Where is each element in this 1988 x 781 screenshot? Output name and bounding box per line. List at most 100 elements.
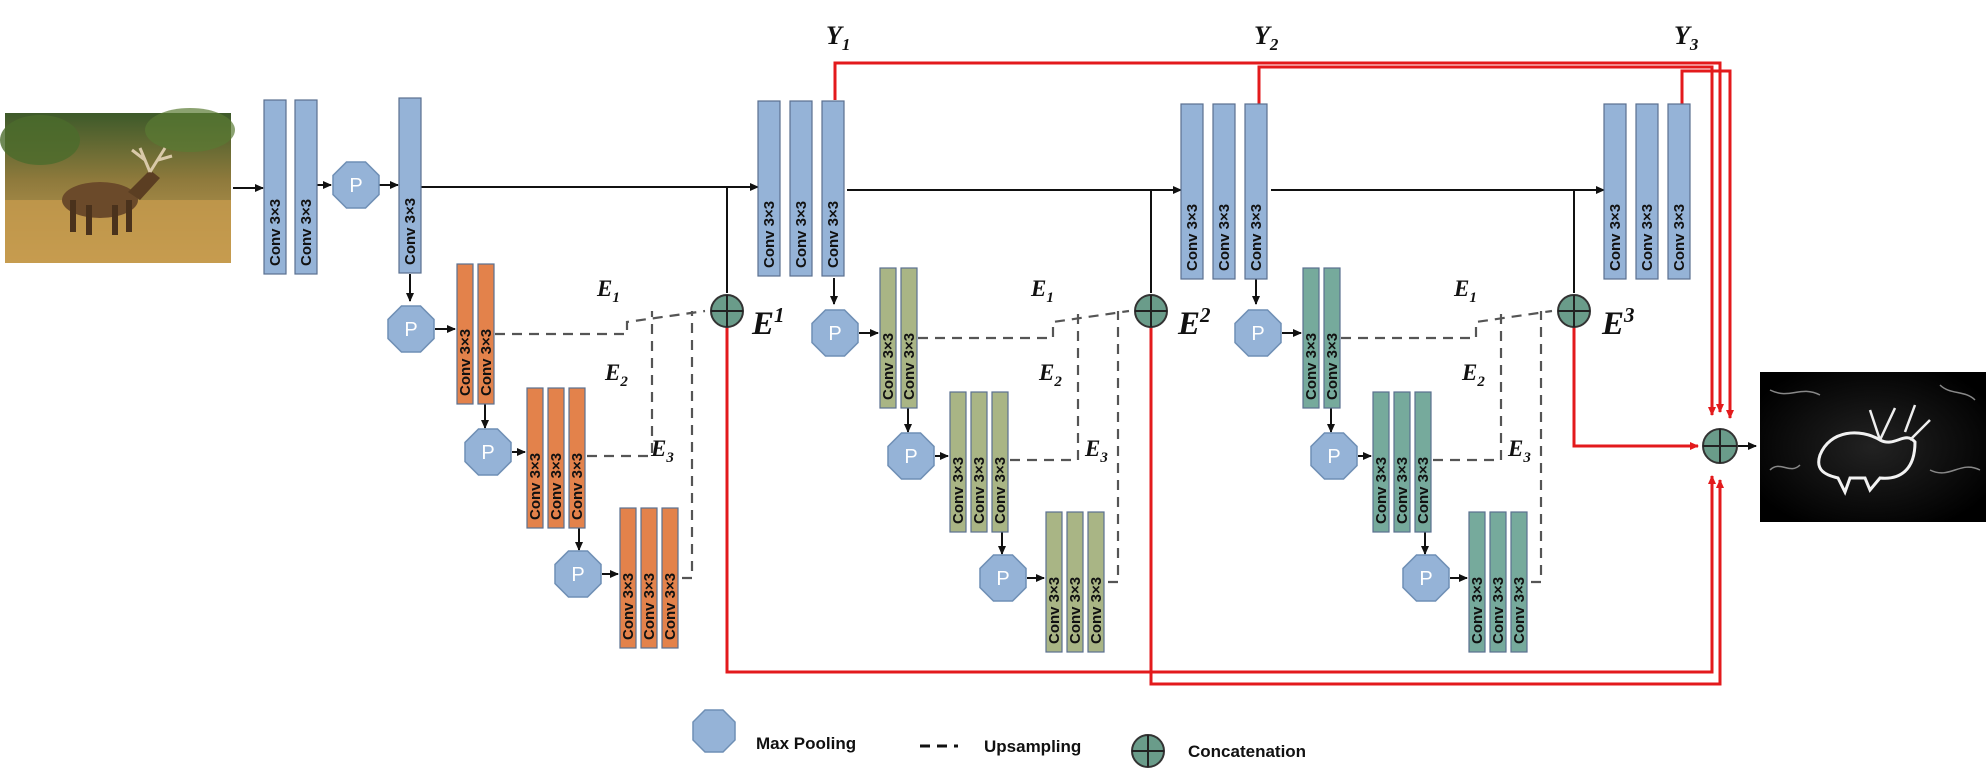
conv-label: Conv 3×3 xyxy=(662,573,679,640)
conv-block-main: Conv 3×3 xyxy=(1635,103,1659,280)
conv-label: Conv 3×3 xyxy=(793,201,810,268)
legend-max-pooling: Max Pooling xyxy=(756,734,856,753)
conv-label: Conv 3×3 xyxy=(992,457,1009,524)
label-e-sub1: E1 xyxy=(1030,276,1054,306)
label-e-sub2: E2 xyxy=(604,360,628,390)
conv-block-main: Conv 3×3 xyxy=(821,100,845,277)
conv-label: Conv 3×3 xyxy=(1607,204,1624,271)
pool-icon: P xyxy=(979,554,1027,602)
label-y3: Y3 xyxy=(1674,21,1699,54)
conv-block-sub3: Conv 3×3 xyxy=(640,507,658,649)
conv-block-sub1: Conv 3×3 xyxy=(477,263,495,405)
label-e-sup3: E3 xyxy=(1601,303,1635,342)
pool-label: P xyxy=(349,175,362,197)
concat-icon xyxy=(1557,294,1591,328)
conv-label: Conv 3×3 xyxy=(548,453,565,520)
conv-label: Conv 3×3 xyxy=(267,199,284,266)
pool-label: P xyxy=(481,442,494,464)
skip-e1 xyxy=(725,327,1716,674)
upsample-e3 xyxy=(1531,311,1543,584)
concat-icon xyxy=(1134,294,1168,328)
conv-block-sub3: Conv 3×3 xyxy=(1489,511,1507,653)
pool-label: P xyxy=(996,568,1009,590)
pool-label: P xyxy=(828,323,841,345)
legend-concatenation: Concatenation xyxy=(1188,742,1306,761)
conv-block-main: Conv 3×3 xyxy=(1244,103,1268,280)
pool-icon: P xyxy=(387,305,435,353)
pool-label: P xyxy=(904,446,917,468)
pool-label: P xyxy=(404,319,417,341)
label-y1: Y1 xyxy=(826,21,850,54)
conv-block-sub3: Conv 3×3 xyxy=(619,507,637,649)
conv-block-sub3: Conv 3×3 xyxy=(1087,511,1105,653)
upsample-e1 xyxy=(1341,309,1553,340)
upsample-e2 xyxy=(1433,311,1503,462)
concat-icon xyxy=(710,294,744,328)
conv-block-main: Conv 3×3 xyxy=(1180,103,1204,280)
conv-label: Conv 3×3 xyxy=(457,329,474,396)
y-labels: Y1 Y2 Y3 xyxy=(826,21,1699,54)
output-edge-map xyxy=(1760,372,1986,522)
conv-label: Conv 3×3 xyxy=(402,198,419,265)
conv-label: Conv 3×3 xyxy=(1671,204,1688,271)
skip-y3 xyxy=(1680,69,1734,419)
pool-icon: P xyxy=(332,161,380,209)
label-e-sub1: E1 xyxy=(1453,276,1477,306)
pool-label: P xyxy=(1419,568,1432,590)
pool-icon: P xyxy=(887,432,935,480)
conv-block-sub3: Conv 3×3 xyxy=(661,507,679,649)
e-superscript-labels: E1 E2 E3 xyxy=(751,303,1635,342)
upsample-e2 xyxy=(587,311,654,458)
conv-label: Conv 3×3 xyxy=(761,201,778,268)
pool-label: P xyxy=(571,564,584,586)
conv-block-sub2: Conv 3×3 xyxy=(970,391,988,533)
conv-block-main: Conv 3×3 xyxy=(757,100,781,277)
conv-block-sub2: Conv 3×3 xyxy=(568,387,586,529)
legend-pool-icon xyxy=(692,709,736,753)
upsampling-connections xyxy=(495,309,1553,584)
forward-connections xyxy=(233,181,1757,582)
legend: Max Pooling Upsampling Concatenation xyxy=(692,709,1306,768)
conv-label: Conv 3×3 xyxy=(1303,333,1320,400)
conv-label: Conv 3×3 xyxy=(1490,577,1507,644)
conv-label: Conv 3×3 xyxy=(298,199,315,266)
label-e-sub2: E2 xyxy=(1038,360,1062,390)
conv-label: Conv 3×3 xyxy=(1394,457,1411,524)
pool-label: P xyxy=(1251,323,1264,345)
skip-y1 xyxy=(833,61,1724,413)
conv-label: Conv 3×3 xyxy=(950,457,967,524)
conv-block-sub2: Conv 3×3 xyxy=(991,391,1009,533)
conv-block-main: Conv 3×3 xyxy=(789,100,813,277)
conv-block-sub2: Conv 3×3 xyxy=(1393,391,1411,533)
conv-label: Conv 3×3 xyxy=(1046,577,1063,644)
skip-e3 xyxy=(1572,327,1699,450)
conv-label: Conv 3×3 xyxy=(527,453,544,520)
conv-label: Conv 3×3 xyxy=(641,573,658,640)
upsample-e3 xyxy=(1108,311,1120,584)
label-e-sup1: E1 xyxy=(751,303,785,342)
conv-label: Conv 3×3 xyxy=(1216,204,1233,271)
pool-icon: P xyxy=(1234,309,1282,357)
conv-label: Conv 3×3 xyxy=(880,333,897,400)
conv-block-sub1: Conv 3×3 xyxy=(1302,267,1320,409)
conv-label: Conv 3×3 xyxy=(1415,457,1432,524)
conv-label: Conv 3×3 xyxy=(971,457,988,524)
skip-y2 xyxy=(1257,65,1716,416)
upsample-e2 xyxy=(1010,311,1080,462)
concat-icon xyxy=(1702,428,1738,464)
label-e-sub2: E2 xyxy=(1461,360,1485,390)
conv-block-sub3: Conv 3×3 xyxy=(1045,511,1063,653)
conv-label: Conv 3×3 xyxy=(1088,577,1105,644)
conv-block-encoder: Conv 3×3 xyxy=(263,99,287,275)
pool-icon: P xyxy=(554,550,602,598)
conv-block-sub3: Conv 3×3 xyxy=(1510,511,1528,653)
skip-e2 xyxy=(1149,327,1724,686)
pool-icon: P xyxy=(464,428,512,476)
label-y2: Y2 xyxy=(1254,21,1279,54)
pool-icon: P xyxy=(1402,554,1450,602)
conv-block-sub3: Conv 3×3 xyxy=(1066,511,1084,653)
upsample-e1 xyxy=(495,309,706,336)
conv-block-main: Conv 3×3 xyxy=(1212,103,1236,280)
